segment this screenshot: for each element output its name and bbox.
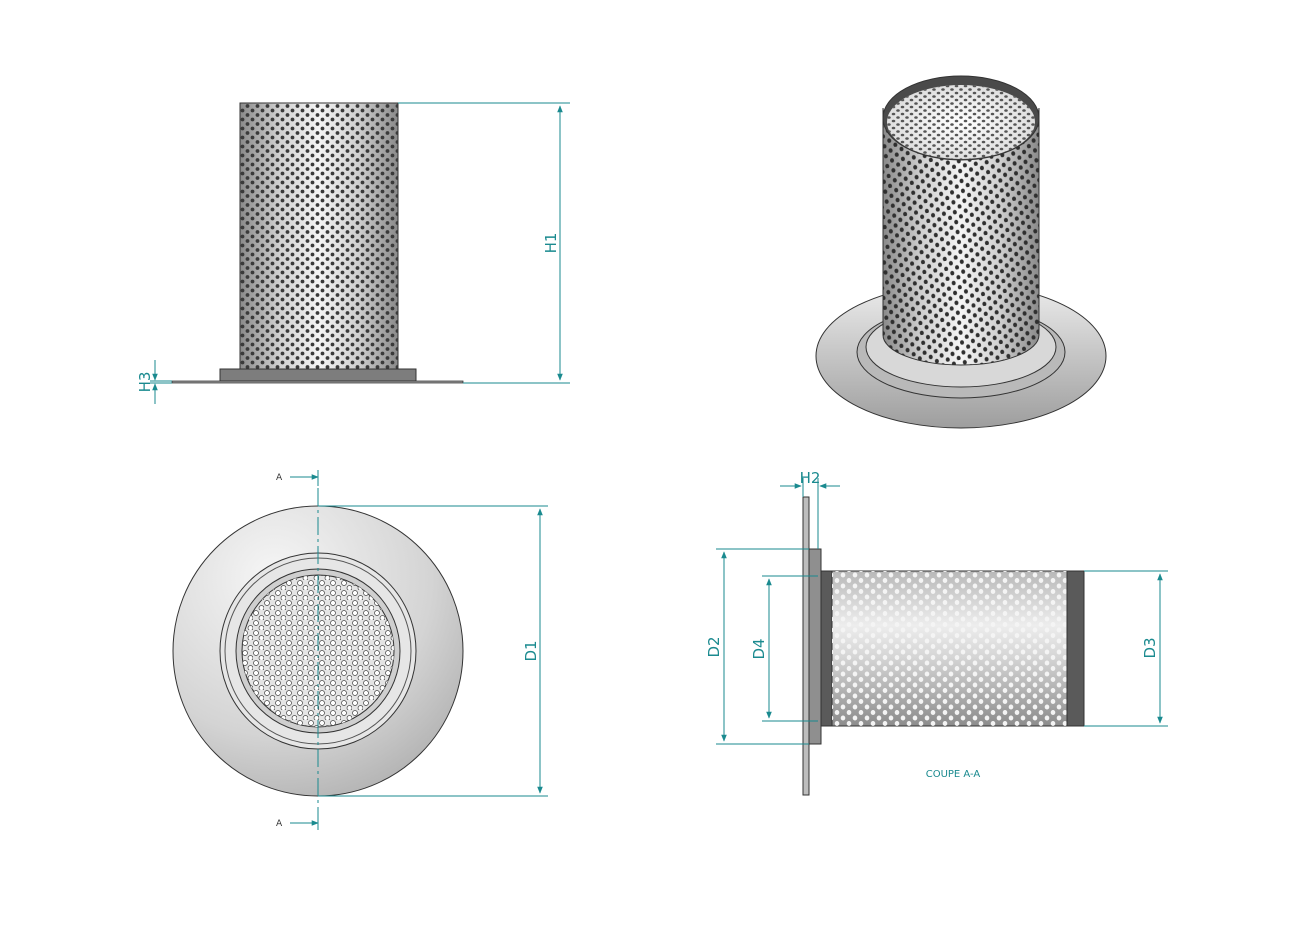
d2-label: D2 — [705, 636, 723, 657]
front-view-flange — [171, 380, 464, 384]
front-view: H1 H3 — [136, 102, 570, 404]
iso-top-perforation — [887, 85, 1035, 159]
section-collar — [808, 548, 822, 745]
isometric-view — [815, 75, 1107, 429]
d3-dimension — [1084, 570, 1168, 727]
section-caption: COUPE A-A — [926, 769, 981, 780]
h3-dimension — [150, 360, 172, 404]
section-view: H2 D2 D4 D3 COUPE A-A — [705, 469, 1168, 796]
d1-label: D1 — [522, 640, 540, 661]
d2-dimension — [716, 548, 809, 745]
h2-dimension — [780, 478, 840, 549]
section-perforation — [832, 571, 1067, 726]
h1-dimension — [398, 102, 570, 384]
section-marker-top: A — [276, 473, 283, 483]
front-view-perforation — [240, 103, 398, 369]
top-view: A A D1 — [172, 470, 548, 830]
d4-label: D4 — [750, 638, 768, 659]
section-ring — [820, 570, 833, 727]
d4-dimension — [762, 575, 818, 722]
section-cylinder-end — [1066, 570, 1085, 727]
h1-label: H1 — [542, 233, 560, 254]
section-arrow-bottom — [290, 816, 319, 830]
section-arrow-top — [290, 470, 319, 486]
section-flange-plate — [802, 496, 810, 796]
h3-label: H3 — [136, 372, 154, 393]
d1-dimension — [318, 505, 548, 797]
section-marker-bottom: A — [276, 819, 283, 829]
d3-label: D3 — [1141, 637, 1159, 658]
front-view-collar — [219, 368, 417, 382]
h2-label: H2 — [800, 469, 821, 487]
